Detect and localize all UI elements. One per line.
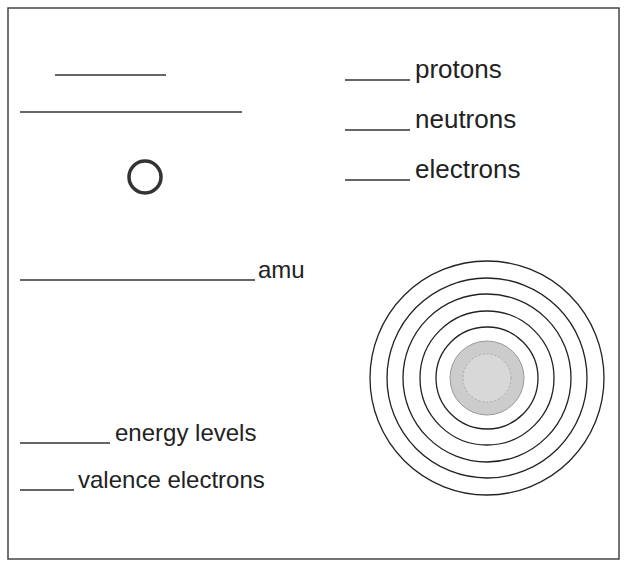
page-border [8,8,619,559]
valence-blank [20,489,74,491]
field-label: valence electrons [78,468,265,492]
unit-label: amu [258,258,305,282]
energy-level-ring [387,278,587,478]
symbol-blank [20,111,242,113]
levels-blank [20,442,110,444]
energy-level-ring [403,294,571,462]
name-blank [55,74,166,76]
particle-label: neutrons [415,106,516,132]
charge-circle [129,161,161,193]
particle-label: protons [415,56,502,82]
energy-level-ring [436,327,538,429]
mass-blank [20,279,255,281]
nucleus [450,341,524,415]
neutrons-blank [345,129,410,131]
energy-level-ring [370,261,604,495]
field-label: energy levels [115,421,256,445]
electrons-blank [345,179,410,181]
atom-model [370,261,604,495]
energy-level-ring [420,311,554,445]
particle-label: electrons [415,156,521,182]
nucleus-core [463,354,511,402]
protons-blank [345,79,410,81]
